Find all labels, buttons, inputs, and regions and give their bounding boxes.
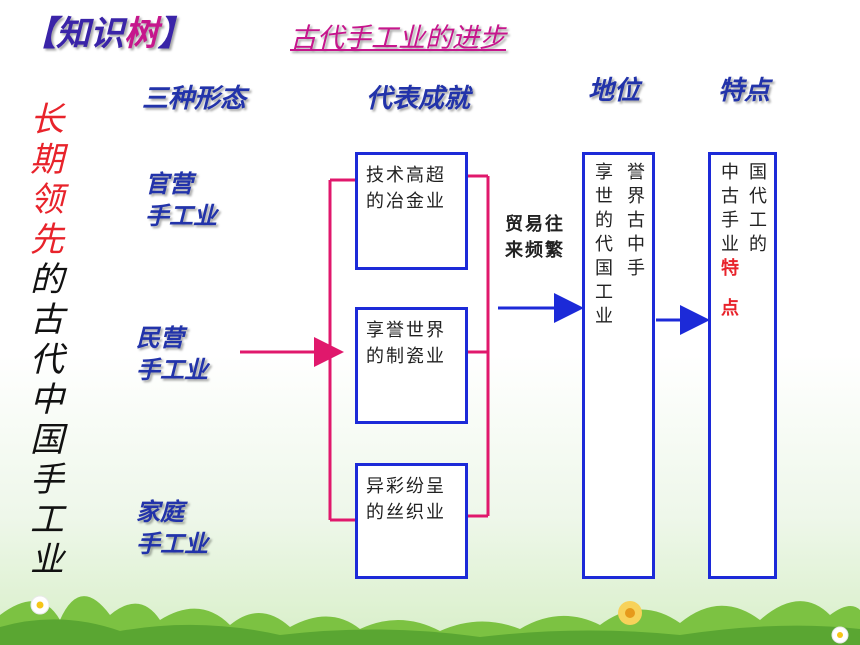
form-private-line2: 手工业 (136, 356, 208, 384)
form-official-line2: 手工业 (145, 202, 217, 230)
form-official-line1: 官营 (145, 170, 193, 198)
column-heading-features: 特点 (718, 76, 771, 106)
column-heading-status: 地位 (588, 76, 641, 106)
status-char: 的 (595, 210, 613, 231)
form-household: 家庭 手工业 (136, 496, 208, 560)
features-col-left: 中 古 手 业 特 点 (721, 161, 739, 321)
features-col-right: 国 代 工 的 (749, 161, 767, 257)
side-title-char: 领 (30, 180, 64, 220)
side-title-char: 中 (30, 380, 64, 420)
status-char: 誉 (627, 162, 645, 183)
side-title: 长 期 领 先 的 古 代 中 国 手 工 业 (26, 100, 68, 580)
features-char: 古 (721, 186, 739, 207)
main-title: 古代手工业的进步 (290, 23, 506, 54)
status-col-left: 享 世 的 代 国 工 业 (595, 161, 613, 329)
status-char: 世 (595, 186, 613, 207)
achievement-box-silk: 异彩纷呈的丝织业 (355, 463, 468, 579)
column-heading-forms: 三种形态 (142, 84, 247, 114)
features-char: 国 (749, 162, 767, 183)
header-bracket-left: 【 (22, 14, 56, 54)
features-box: 中 古 手 业 特 点 国 代 工 的 (708, 152, 777, 579)
achievement-text: 异彩纷呈的丝织业 (366, 476, 446, 523)
status-char: 工 (595, 282, 613, 303)
side-title-char: 手 (30, 460, 64, 500)
features-char: 中 (721, 162, 739, 183)
header-title: 【知识树】 (22, 6, 192, 55)
form-private-line1: 民营 (136, 324, 184, 352)
status-char: 享 (595, 162, 613, 183)
side-title-char: 长 (30, 100, 64, 140)
side-title-char: 的 (30, 260, 64, 300)
status-char: 国 (595, 258, 613, 279)
features-red-char: 特 (721, 258, 739, 279)
side-title-char: 国 (30, 420, 64, 460)
status-char: 手 (627, 258, 645, 279)
side-title-char: 先 (30, 220, 64, 260)
header-bracket-right: 】 (158, 14, 192, 54)
side-title-char: 代 (30, 340, 64, 380)
side-title-char: 期 (30, 140, 64, 180)
side-title-char: 古 (30, 300, 64, 340)
form-official: 官营 手工业 (145, 168, 217, 232)
flower-icon (30, 595, 50, 615)
form-household-line2: 手工业 (136, 530, 208, 558)
status-char: 代 (595, 234, 613, 255)
header-title-part1: 知识 (56, 14, 124, 54)
status-char: 中 (627, 234, 645, 255)
features-char: 业 (721, 234, 739, 255)
features-char: 的 (749, 234, 767, 255)
achievement-text: 技术高超的冶金业 (366, 165, 446, 212)
trade-label: 贸易往来频繁 (505, 214, 565, 261)
side-title-char: 工 (30, 500, 64, 540)
grass-decoration (0, 595, 860, 645)
flower-icon (618, 601, 642, 625)
form-household-line1: 家庭 (136, 498, 184, 526)
achievement-box-metallurgy: 技术高超的冶金业 (355, 152, 468, 270)
features-char: 代 (749, 186, 767, 207)
flower-icon (831, 626, 849, 644)
status-char: 界 (627, 186, 645, 207)
column-heading-achievements: 代表成就 (366, 84, 471, 114)
status-box: 享 世 的 代 国 工 业 誉 界 古 中 手 (582, 152, 655, 579)
status-char: 业 (595, 306, 613, 327)
features-char: 工 (749, 210, 767, 231)
features-red-char: 点 (721, 298, 739, 319)
header-title-part2: 树 (124, 14, 158, 54)
side-title-char: 业 (30, 540, 64, 580)
features-char: 手 (721, 210, 739, 231)
status-char: 古 (627, 210, 645, 231)
status-col-right: 誉 界 古 中 手 (627, 161, 645, 281)
form-private: 民营 手工业 (136, 322, 208, 386)
achievement-box-porcelain: 享誉世界的制瓷业 (355, 307, 468, 424)
achievement-text: 享誉世界的制瓷业 (366, 320, 446, 367)
